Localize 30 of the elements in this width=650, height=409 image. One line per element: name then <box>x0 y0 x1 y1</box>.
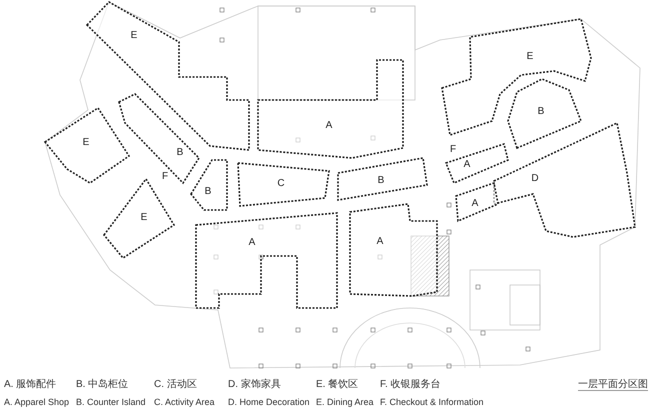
legend-text: F. Checkout & Information <box>380 397 484 408</box>
zone-letter: A <box>376 237 384 247</box>
legend-text: E. Dining Area <box>316 397 374 408</box>
legend-text: D. Home Decoration <box>228 397 310 408</box>
zone-letter: E <box>140 213 148 223</box>
drawing-title: 一层平面分区图 <box>578 379 648 391</box>
zone-letter: F <box>162 172 168 182</box>
zone-letter: A <box>248 238 256 248</box>
legend-text: C. 活动区 <box>154 379 197 390</box>
legend-text: A. Apparel Shop <box>4 397 70 408</box>
zone-letter: C <box>277 179 285 189</box>
zone-letter: B <box>378 176 384 186</box>
zone-letter: B <box>204 187 212 197</box>
zone-letter: B <box>176 148 184 158</box>
legend-text: B. 中岛柜位 <box>76 379 128 390</box>
zone-letter: E <box>130 31 138 41</box>
zone-letter: F <box>450 145 456 155</box>
legend-text: F. 收银服务台 <box>380 379 441 390</box>
zone-letter: D <box>531 174 539 184</box>
zone-letter: A <box>326 121 332 131</box>
legend-text: C. Activity Area <box>154 397 215 408</box>
zone-letter: A <box>472 199 478 209</box>
legend-text: D. 家饰家具 <box>228 379 281 390</box>
legend-text: B. Counter Island <box>76 397 146 408</box>
legend-text: E. 餐饮区 <box>316 379 358 390</box>
zone-letter: B <box>538 107 544 117</box>
zone-letter: A <box>464 160 470 170</box>
zone-letter: E <box>526 52 534 62</box>
zone-letter: E <box>82 138 90 148</box>
legend-text: A. 服饰配件 <box>4 379 56 390</box>
